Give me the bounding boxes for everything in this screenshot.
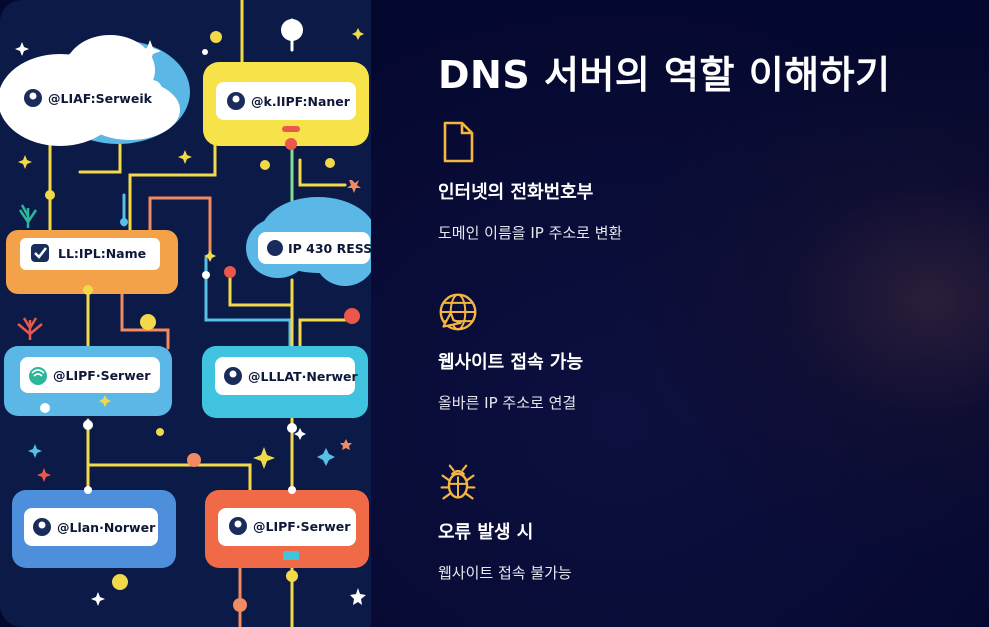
node-label-5: @LIPF·Serwer	[53, 368, 151, 383]
node-label-4: IP 430 RESS	[288, 241, 371, 256]
sparkles	[15, 28, 366, 606]
feature-description: 올바른 IP 주소로 연결	[438, 394, 577, 412]
feature-title: 웹사이트 접속 가능	[438, 352, 584, 373]
bug-icon	[440, 464, 476, 500]
document-icon	[443, 121, 474, 163]
node-label-3: LL:IPL:Name	[58, 246, 146, 261]
server-node-2: @k.lIPF:Naner	[203, 62, 369, 150]
feature-website-access: 웹사이트 접속 가능 올바른 IP 주소로 연결	[438, 290, 958, 413]
feature-title: 인터넷의 전화번호부	[438, 182, 594, 203]
slide-title: DNS 서버의 역할 이해하기	[438, 53, 891, 97]
feature-description: 웹사이트 접속 불가능	[438, 564, 572, 582]
connector-lines	[48, 0, 347, 627]
node-label-8: @LIPF·Serwer	[253, 519, 351, 534]
feature-title: 오류 발생 시	[438, 522, 534, 543]
dns-network-illustration: @LIAF:Serweik @k.lIPF:Naner LL:IPL:Name	[0, 0, 371, 627]
node-label-6: @LLLAT·Nerwer	[248, 369, 359, 384]
feature-description: 도메인 이름을 IP 주소로 변환	[438, 224, 623, 242]
globe-cursor-icon	[439, 293, 477, 331]
node-label-1: @LIAF:Serweik	[48, 91, 153, 106]
server-node-3: LL:IPL:Name	[6, 230, 178, 294]
server-node-7: @Llan·Norwer	[12, 490, 176, 568]
plant-decoration	[17, 204, 43, 340]
node-label-7: @Llan·Norwer	[57, 520, 156, 535]
server-node-6: @LLLAT·Nerwer	[202, 346, 368, 418]
junction-dots	[40, 31, 360, 612]
server-node-8: @LIPF·Serwer	[205, 490, 369, 568]
feature-error: 오류 발생 시 웹사이트 접속 불가능	[438, 460, 958, 583]
server-node-5: @LIPF·Serwer	[4, 346, 172, 416]
feature-phonebook: 인터넷의 전화번호부 도메인 이름을 IP 주소로 변환	[438, 120, 958, 243]
node-label-2: @k.lIPF:Naner	[251, 94, 351, 109]
cloud-node-1: @LIAF:Serweik	[0, 35, 190, 146]
cloud-node-4: IP 430 RESS	[246, 197, 371, 286]
network-diagram: @LIAF:Serweik @k.lIPF:Naner LL:IPL:Name	[0, 0, 371, 627]
